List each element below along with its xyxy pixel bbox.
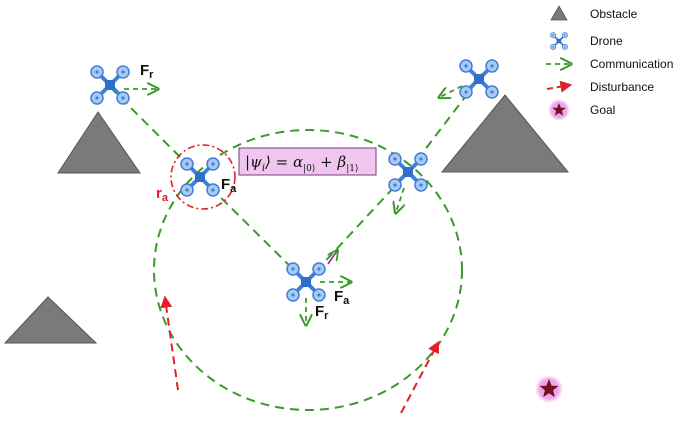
force-arrow-top-right	[440, 85, 463, 97]
label-fr-top: Fr	[140, 62, 154, 81]
drone-right	[387, 151, 429, 193]
legend-communication-label: Communication	[590, 57, 673, 71]
force-arrow-right-drone	[396, 187, 404, 212]
equation-text: |ψi⟩ = α|0⟩ + β|1⟩	[245, 153, 358, 174]
drone-left	[179, 156, 221, 198]
drone-top-right	[458, 58, 500, 100]
legend: Obstacle Drone Communication Disturbance…	[546, 5, 673, 121]
legend-disturbance-label: Disturbance	[590, 80, 654, 94]
legend-obstacle-label: Obstacle	[590, 7, 638, 21]
label-fa-center: Fa	[334, 288, 350, 307]
disturbance-arrow-left	[160, 295, 179, 391]
drone-center	[285, 261, 327, 303]
obstacle-left-top	[57, 111, 141, 174]
legend-goal-label: Goal	[590, 103, 615, 117]
drone-top-left	[89, 64, 131, 106]
influence-radius-circle	[170, 144, 236, 210]
obstacle-right	[440, 94, 570, 173]
legend-disturbance-icon	[546, 80, 573, 93]
equation-box	[238, 147, 377, 176]
label-ra: ra	[156, 185, 169, 204]
label-fr-center: Fr	[315, 303, 329, 322]
obstacle-left-bottom	[3, 296, 98, 344]
disturbance-arrow-right	[400, 340, 440, 414]
legend-drone-label: Drone	[590, 34, 623, 48]
legend-obstacle-icon	[550, 5, 568, 21]
legend-drone-icon	[549, 31, 569, 51]
force-arrow-center-up	[328, 251, 337, 265]
label-fa-left: Fa	[221, 176, 237, 195]
legend-goal-icon	[548, 99, 570, 121]
goal-star-icon	[535, 375, 563, 403]
formation-trajectory	[153, 129, 463, 411]
